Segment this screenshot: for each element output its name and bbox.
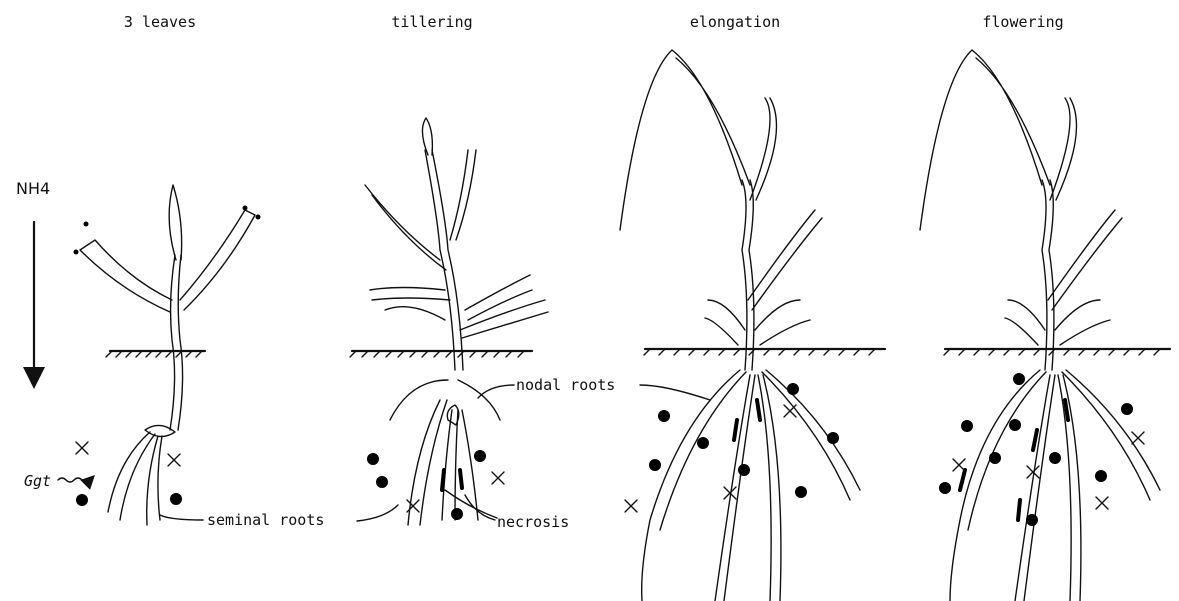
plant-flowering (920, 50, 1170, 601)
stage-title-3-leaves: 3 leaves (124, 13, 196, 31)
necrosis-label: necrosis (497, 513, 569, 531)
seminal-roots-label: seminal roots (207, 511, 324, 529)
plant-3-leaves (74, 185, 261, 525)
plant-elongation (620, 50, 885, 601)
nh4-label: NH4 (16, 179, 50, 198)
ggt-crosses (76, 405, 1144, 512)
stage-title-tillering: tillering (391, 13, 472, 31)
plant-tillering (350, 118, 548, 525)
stage-title-elongation: elongation (690, 13, 780, 31)
ggt-wavy-arrow (58, 478, 90, 482)
nodal-roots-label: nodal roots (516, 376, 615, 394)
ggt-label: Ggt (24, 472, 51, 490)
stage-title-flowering: flowering (982, 13, 1063, 31)
